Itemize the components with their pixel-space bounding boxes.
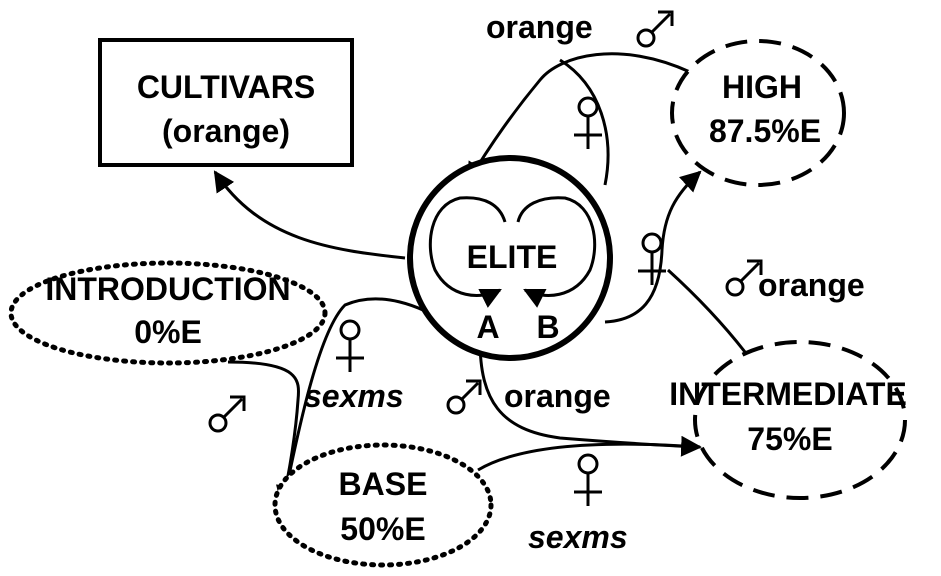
base-ellipse xyxy=(272,442,494,568)
elite-label-b: B xyxy=(536,309,559,345)
female-icon xyxy=(574,96,602,149)
male-icon xyxy=(636,10,674,48)
male-icon xyxy=(446,379,482,415)
male-icon xyxy=(208,395,246,433)
elite-circle xyxy=(407,155,613,361)
arrow-base-to-elite xyxy=(281,297,451,506)
high-ellipse xyxy=(670,39,846,187)
high-title: HIGH xyxy=(722,69,802,105)
cultivars-title: CULTIVARS xyxy=(137,69,315,105)
arrow-intermediate-to-elite xyxy=(666,268,747,353)
elite-label-a: A xyxy=(476,309,499,345)
intermediate-ellipse xyxy=(693,340,907,500)
label-sexms-bottom: sexms xyxy=(528,519,628,555)
node-high: HIGH 87.5%E xyxy=(670,39,846,187)
arrow-base-to-intermediate xyxy=(477,442,701,472)
introduction-title: INTRODUCTION xyxy=(45,271,290,307)
high-percent: 87.5%E xyxy=(709,113,821,149)
label-orange-mid: orange xyxy=(504,378,611,414)
introduction-ellipse xyxy=(8,260,328,366)
node-elite: ELITE A B xyxy=(407,155,613,361)
introduction-percent: 0%E xyxy=(134,314,202,350)
node-introduction: INTRODUCTION 0%E xyxy=(8,260,328,366)
flow-lines xyxy=(213,52,747,508)
intermediate-percent: 75%E xyxy=(747,421,832,457)
base-title: BASE xyxy=(339,466,428,502)
arrow-elite-to-high-female xyxy=(559,58,610,186)
elite-loop-a xyxy=(428,196,507,308)
label-orange-top: orange xyxy=(486,9,593,45)
base-percent: 50%E xyxy=(340,511,425,547)
intermediate-title: INTERMEDIATE xyxy=(669,376,907,412)
arrow-elite-to-high xyxy=(604,170,702,324)
elite-title: ELITE xyxy=(467,239,558,275)
node-intermediate: INTERMEDIATE 75%E xyxy=(669,340,907,500)
female-icon xyxy=(336,319,364,372)
female-icon xyxy=(638,232,666,285)
label-orange-right: orange xyxy=(758,267,865,303)
arrow-elite-to-cultivars xyxy=(213,170,406,260)
female-icon xyxy=(574,453,602,506)
node-base: BASE 50%E xyxy=(272,442,494,568)
arrow-high-to-elite xyxy=(466,52,691,184)
male-icon xyxy=(725,259,763,297)
elite-loop-b xyxy=(516,196,597,308)
cultivars-box xyxy=(98,38,354,167)
cultivars-subtitle: (orange) xyxy=(162,113,290,149)
label-sexms-left: sexms xyxy=(304,378,404,414)
node-cultivars: CULTIVARS (orange) xyxy=(98,38,354,167)
